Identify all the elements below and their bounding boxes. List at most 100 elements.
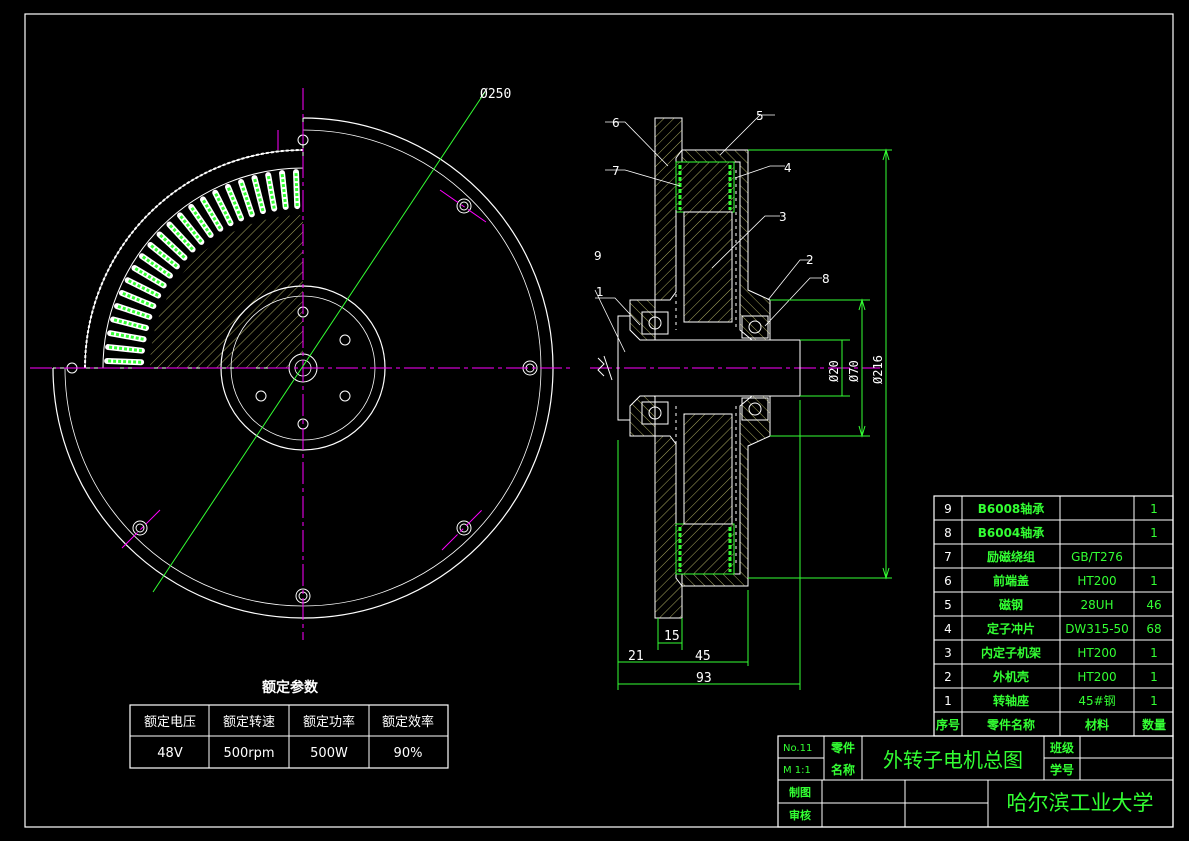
- balloon-labels: 6 7 9 1 5 4 3 2 8: [594, 109, 830, 299]
- param-header: 额定功率: [303, 714, 355, 730]
- rated-params-title: 额定参数: [262, 679, 319, 696]
- stator-slots: [104, 169, 301, 366]
- svg-text:8: 8: [822, 272, 830, 286]
- bom-cell-no: 5: [944, 598, 952, 612]
- svg-text:9: 9: [594, 249, 602, 263]
- slot-winding: [158, 233, 186, 259]
- bom-cell-name: 内定子机架: [981, 645, 1041, 660]
- bom-cell-qty: 1: [1150, 646, 1158, 660]
- sheet-border: [24, 13, 1174, 828]
- svg-text:45: 45: [695, 649, 711, 664]
- svg-text:93: 93: [696, 671, 712, 686]
- bom-cell-no: 8: [944, 526, 952, 540]
- bom-cell-name: B6008轴承: [978, 501, 1045, 516]
- bom-header-cell: 材料: [1084, 717, 1109, 732]
- bom-cell-name: 转轴座: [993, 693, 1029, 708]
- param-value: 90%: [394, 746, 423, 761]
- slot-winding: [280, 172, 288, 208]
- slot-winding: [121, 291, 154, 308]
- bom-cell-material: 28UH: [1080, 598, 1113, 612]
- svg-text:21: 21: [628, 649, 644, 664]
- magnet-ring: [84, 149, 304, 369]
- bom-cell-material: HT200: [1077, 574, 1116, 588]
- title-block: No.11 M 1:1 零件 名称 外转子电机总图 班级 学号 制图 审核 哈尔…: [777, 735, 1174, 828]
- bom-cell-name: 磁钢: [998, 597, 1023, 612]
- svg-text:2: 2: [806, 253, 814, 267]
- bom-cell-name: 定子冲片: [987, 621, 1035, 636]
- bom-cell-qty: 1: [1150, 526, 1158, 540]
- bearing-left: [641, 311, 669, 425]
- bom-cell-name: B6004轴承: [978, 525, 1045, 540]
- bom-cell-qty: 1: [1150, 694, 1158, 708]
- student-no-label: 学号: [1050, 762, 1074, 777]
- horizontal-dimensions: [617, 400, 801, 690]
- stator-section-hatch: [150, 215, 303, 368]
- svg-text:3: 3: [779, 210, 787, 224]
- slot-winding: [112, 318, 147, 330]
- school-name: 哈尔滨工业大学: [1007, 791, 1154, 815]
- bom-header-cell: 数量: [1142, 717, 1166, 732]
- svg-text:1: 1: [596, 285, 604, 299]
- rated-params-table: 额定参数 额定电压 额定转速 额定功率 额定效率 48V 500rpm 500W…: [129, 679, 449, 769]
- bom-cell-no: 1: [944, 694, 952, 708]
- slot-winding: [107, 359, 142, 364]
- bom-cell-qty: 68: [1146, 622, 1161, 636]
- slot-winding: [107, 345, 143, 353]
- magnet-top: [675, 161, 735, 213]
- slot-winding: [127, 278, 159, 297]
- svg-text:15: 15: [664, 629, 680, 644]
- drawing-title: 外转子电机总图: [883, 748, 1023, 772]
- slot-winding: [168, 223, 194, 251]
- magnet-bottom: [675, 523, 735, 575]
- slot-winding: [253, 177, 265, 212]
- diameter-label: Ø250: [480, 87, 511, 102]
- svg-text:7: 7: [612, 164, 620, 178]
- drawing-scale: M 1:1: [783, 765, 811, 776]
- slot-winding: [149, 243, 178, 268]
- bom-cell-no: 4: [944, 622, 952, 636]
- param-value: 500rpm: [223, 746, 274, 761]
- bom-cell-material: GB/T276: [1071, 550, 1123, 564]
- bom-cell-material: DW315-50: [1065, 622, 1129, 636]
- bearing-right: [741, 315, 769, 421]
- slot-winding: [266, 174, 276, 209]
- svg-text:5: 5: [756, 109, 764, 123]
- bom-cell-name: 前端盖: [993, 573, 1029, 588]
- slot-winding: [226, 186, 243, 219]
- bom-cell-material: HT200: [1077, 670, 1116, 684]
- dim-d216: Ø216: [871, 355, 885, 384]
- dim-d70: Ø70: [847, 360, 861, 382]
- bom-cell-name: 外机壳: [993, 669, 1029, 684]
- bom-cell-qty: 1: [1150, 502, 1158, 516]
- drawn-by-label: 制图: [789, 785, 811, 799]
- part-name-label: 名称: [831, 762, 855, 777]
- param-header: 额定效率: [382, 714, 434, 730]
- slot-winding: [178, 214, 203, 243]
- vertical-dimensions: [748, 148, 892, 580]
- bom-cell-no: 9: [944, 502, 952, 516]
- slot-winding: [294, 172, 299, 207]
- front-view: Ø250: [30, 87, 570, 640]
- leader-lines: [594, 114, 822, 353]
- slot-winding: [141, 254, 171, 277]
- slot-winding: [109, 331, 144, 341]
- checked-by-label: 审核: [789, 808, 811, 822]
- bom-cell-qty: 1: [1150, 670, 1158, 684]
- inner-housing: [64, 129, 542, 607]
- param-value: 48V: [157, 746, 183, 761]
- param-value: 500W: [310, 746, 348, 761]
- bom-cell-material: 45#钢: [1078, 694, 1115, 708]
- bom-cell-material: HT200: [1077, 646, 1116, 660]
- svg-text:4: 4: [784, 161, 792, 175]
- bom-cell-no: 3: [944, 646, 952, 660]
- slot-winding: [201, 198, 222, 230]
- slot-winding: [189, 206, 212, 236]
- diameter-dimension-line: [152, 91, 486, 593]
- part-name-label: 零件: [830, 740, 855, 755]
- bom-cell-qty: 1: [1150, 574, 1158, 588]
- param-header: 额定转速: [223, 715, 275, 730]
- drawing-number: No.11: [783, 743, 812, 754]
- bom-cell-qty: 46: [1146, 598, 1161, 612]
